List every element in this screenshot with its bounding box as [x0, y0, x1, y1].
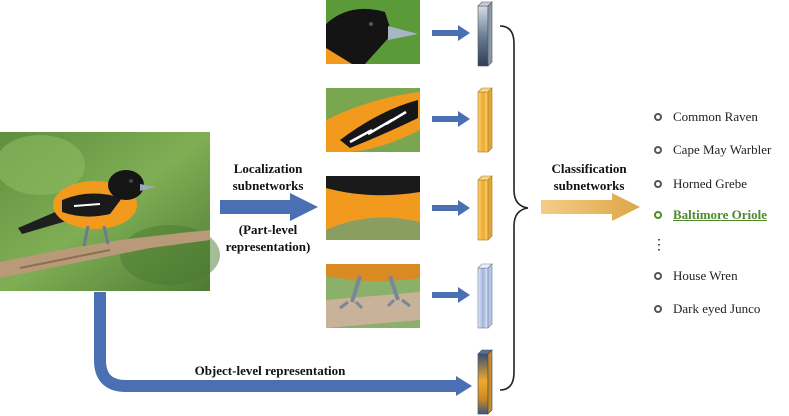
input-bird-image: [0, 132, 220, 291]
feature-vector-head: [477, 1, 493, 67]
classification-label-line1: Classification: [551, 161, 627, 176]
crop-legs: [326, 264, 420, 328]
class-item-cape-may-warbler: Cape May Warbler: [673, 142, 772, 157]
class-item-dark-eyed-junco: Dark eyed Junco: [673, 301, 761, 316]
crop-head: [326, 0, 420, 64]
crop-wing: [326, 88, 420, 152]
feature-vector-legs: [477, 263, 493, 329]
class-bullet-icon: [654, 113, 662, 121]
class-item-house-wren: House Wren: [673, 268, 738, 283]
class-bullet-icon-highlighted: [654, 211, 662, 219]
object-level-label: Object-level representation: [194, 363, 346, 378]
object-level-arrow-head: [456, 376, 472, 396]
ellipsis-icon: ⋮: [652, 238, 666, 253]
class-bullet-icon: [654, 180, 662, 188]
crop-to-feature-arrows: [432, 25, 470, 303]
object-level-arrow: [94, 292, 458, 392]
feature-vector-wing: [477, 87, 493, 153]
class-item-baltimore-oriole: Baltimore Oriole: [673, 207, 767, 222]
part-level-label-line1: (Part-level: [238, 222, 298, 237]
localization-label: Localization subnetworks: [216, 160, 320, 194]
localization-arrow: [220, 193, 318, 221]
feature-vector-object: [477, 349, 493, 415]
classification-label-line2: subnetworks: [553, 178, 625, 193]
feature-vector-belly: [477, 175, 493, 241]
classification-arrow: [541, 193, 640, 221]
class-item-horned-grebe: Horned Grebe: [673, 176, 747, 191]
class-bullet-icon: [654, 272, 662, 280]
part-level-label-line2: representation): [225, 239, 311, 254]
class-bullet-icon: [654, 305, 662, 313]
arrow-belly-feature: [432, 200, 470, 216]
arrow-wing-feature: [432, 111, 470, 127]
arrow-head-feature: [432, 25, 470, 41]
crop-belly: [326, 176, 420, 240]
localization-label-line1: Localization: [233, 161, 303, 176]
class-item-common-raven: Common Raven: [673, 109, 758, 124]
arrow-legs-feature: [432, 287, 470, 303]
class-bullet-icon: [654, 146, 662, 154]
concatenation-brace: [499, 25, 529, 391]
part-level-label: (Part-level representation): [214, 221, 322, 255]
classification-label: Classification subnetworks: [536, 160, 642, 194]
localization-label-line2: subnetworks: [232, 178, 304, 193]
